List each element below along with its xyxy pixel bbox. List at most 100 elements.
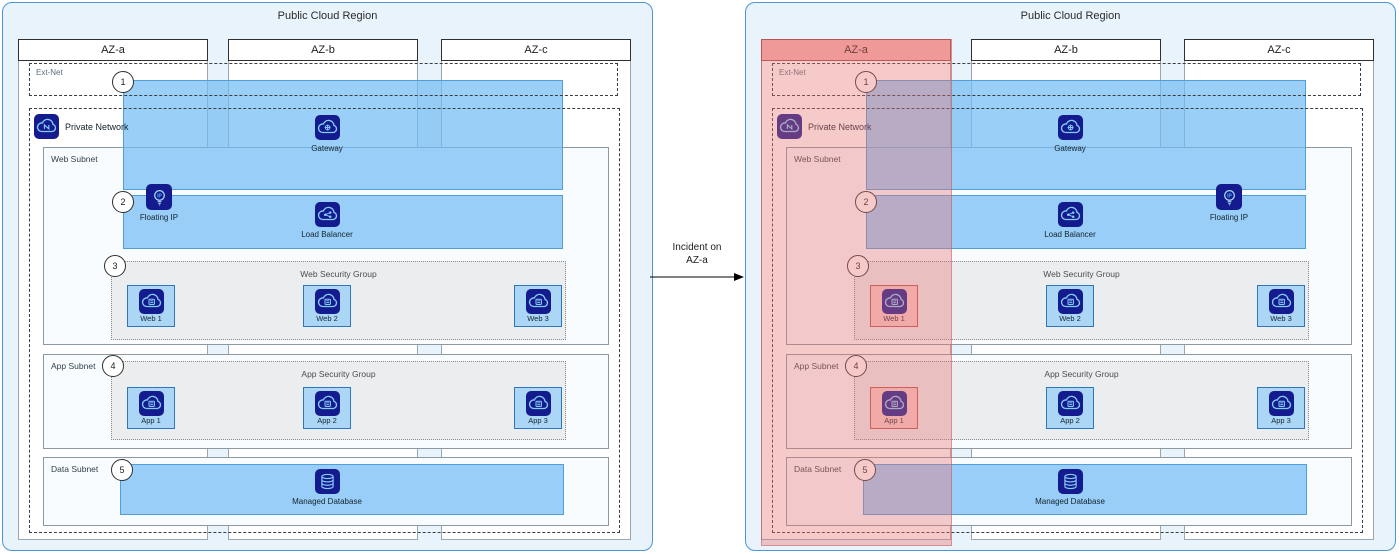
incident-overlay-az-a (761, 39, 952, 546)
app-sg-label: App Security Group (1044, 369, 1119, 379)
server-icon (526, 289, 551, 314)
node-web-3-label: Web 3 (527, 314, 549, 323)
ext-net-label: Ext-Net (36, 68, 63, 77)
ext-net-zone: Ext-Net (772, 63, 1361, 96)
right-arrow-icon (650, 273, 744, 281)
server-icon (1058, 391, 1083, 416)
floating-ip-icon: IP (1216, 184, 1242, 210)
az-c-header: AZ-c (441, 39, 631, 61)
floating-ip-icon: IP (146, 184, 172, 210)
node-app-3-label: App 3 (1271, 416, 1291, 425)
node-app-3-label: App 3 (528, 416, 548, 425)
node-app-2-label: App 2 (317, 416, 337, 425)
server-icon (315, 391, 340, 416)
gateway-label: Gateway (311, 144, 343, 153)
step-marker-5: 5 (111, 459, 133, 481)
server-icon (882, 391, 907, 416)
node-web-3: Web 3 (514, 285, 562, 327)
incident-label-line1: Incident on (672, 242, 722, 253)
node-app-1-label: App 1 (884, 416, 904, 425)
node-web-2-label: Web 2 (316, 314, 338, 323)
app-subnet-label: App Subnet (51, 361, 96, 371)
private-network-label: Private Network (65, 122, 129, 132)
step-marker-2: 2 (112, 191, 134, 213)
ext-net-label: Ext-Net (779, 68, 806, 77)
node-web-2: Web 2 (1046, 285, 1094, 327)
web-sg-label: Web Security Group (300, 269, 377, 279)
region-after: Public Cloud Region AZ-a AZ-b AZ-c Web S… (745, 2, 1396, 551)
node-web-1: Web 1 (127, 285, 175, 327)
web-subnet-label: Web Subnet (794, 154, 841, 164)
server-icon (139, 289, 164, 314)
node-web-3: Web 3 (1257, 285, 1305, 327)
database-label: Managed Database (1035, 497, 1105, 506)
server-icon (1269, 391, 1294, 416)
step-marker-4: 4 (845, 355, 867, 377)
node-web-1-label: Web 1 (883, 314, 905, 323)
node-app-3: App 3 (1257, 387, 1305, 429)
step-marker-3: 3 (847, 255, 869, 277)
database-icon (1058, 469, 1083, 494)
step-marker-2: 2 (855, 191, 877, 213)
server-icon (882, 289, 907, 314)
node-app-2: App 2 (303, 387, 351, 429)
step-marker-5: 5 (854, 459, 876, 481)
load-balancer-label: Load Balancer (1044, 230, 1096, 239)
web-subnet-label: Web Subnet (51, 154, 98, 164)
database-span (863, 464, 1307, 515)
database-icon (315, 469, 340, 494)
gateway-label: Gateway (1054, 144, 1086, 153)
database-label: Managed Database (292, 497, 362, 506)
load-balancer-icon (1058, 202, 1083, 227)
az-a-header: AZ-a (18, 39, 208, 61)
server-icon (1058, 289, 1083, 314)
ext-net-zone: Ext-Net (29, 63, 618, 96)
data-subnet-label: Data Subnet (51, 464, 99, 474)
private-network-icon (777, 114, 802, 139)
region-title: Public Cloud Region (277, 10, 378, 22)
step-marker-1: 1 (855, 71, 877, 93)
node-app-1: App 1 (127, 387, 175, 429)
node-web-2-label: Web 2 (1059, 314, 1081, 323)
floating-ip-label: Floating IP (1209, 213, 1249, 222)
server-icon (1269, 289, 1294, 314)
step-marker-1: 1 (112, 71, 134, 93)
incident-label-line2: AZ-a (686, 255, 708, 266)
svg-text:IP: IP (1227, 193, 1232, 199)
database-span (120, 464, 564, 515)
app-subnet-label: App Subnet (794, 361, 839, 371)
node-app-2-label: App 2 (1060, 416, 1080, 425)
node-app-3: App 3 (514, 387, 562, 429)
private-network-icon (34, 114, 59, 139)
region-title: Public Cloud Region (1020, 10, 1121, 22)
gateway-span (123, 80, 563, 190)
server-icon (315, 289, 340, 314)
step-marker-4: 4 (102, 355, 124, 377)
node-web-3-label: Web 3 (1270, 314, 1292, 323)
az-a-header-incident: AZ-a (761, 39, 951, 61)
web-sg-label: Web Security Group (1043, 269, 1120, 279)
private-network-label: Private Network (808, 122, 872, 132)
az-b-header: AZ-b (971, 39, 1161, 61)
region-before: Public Cloud Region AZ-a AZ-b AZ-c Web S… (2, 2, 653, 551)
server-icon (526, 391, 551, 416)
node-app-1-incident: App 1 (870, 387, 918, 429)
node-web-1-incident: Web 1 (870, 285, 918, 327)
svg-text:IP: IP (157, 193, 162, 199)
floating-ip-label: Floating IP (139, 213, 179, 222)
load-balancer-icon (315, 202, 340, 227)
gateway-icon (1058, 115, 1083, 140)
az-c-header: AZ-c (1184, 39, 1374, 61)
node-app-2: App 2 (1046, 387, 1094, 429)
private-network-zone (772, 108, 1363, 533)
node-web-1-label: Web 1 (140, 314, 162, 323)
az-b-header: AZ-b (228, 39, 418, 61)
step-marker-3: 3 (104, 255, 126, 277)
node-web-2: Web 2 (303, 285, 351, 327)
data-subnet-label: Data Subnet (794, 464, 842, 474)
gateway-span (866, 80, 1306, 190)
node-app-1-label: App 1 (141, 416, 161, 425)
load-balancer-span (123, 195, 563, 249)
transition-arrow-group: Incident on AZ-a (648, 241, 746, 283)
private-network-zone (29, 108, 620, 533)
